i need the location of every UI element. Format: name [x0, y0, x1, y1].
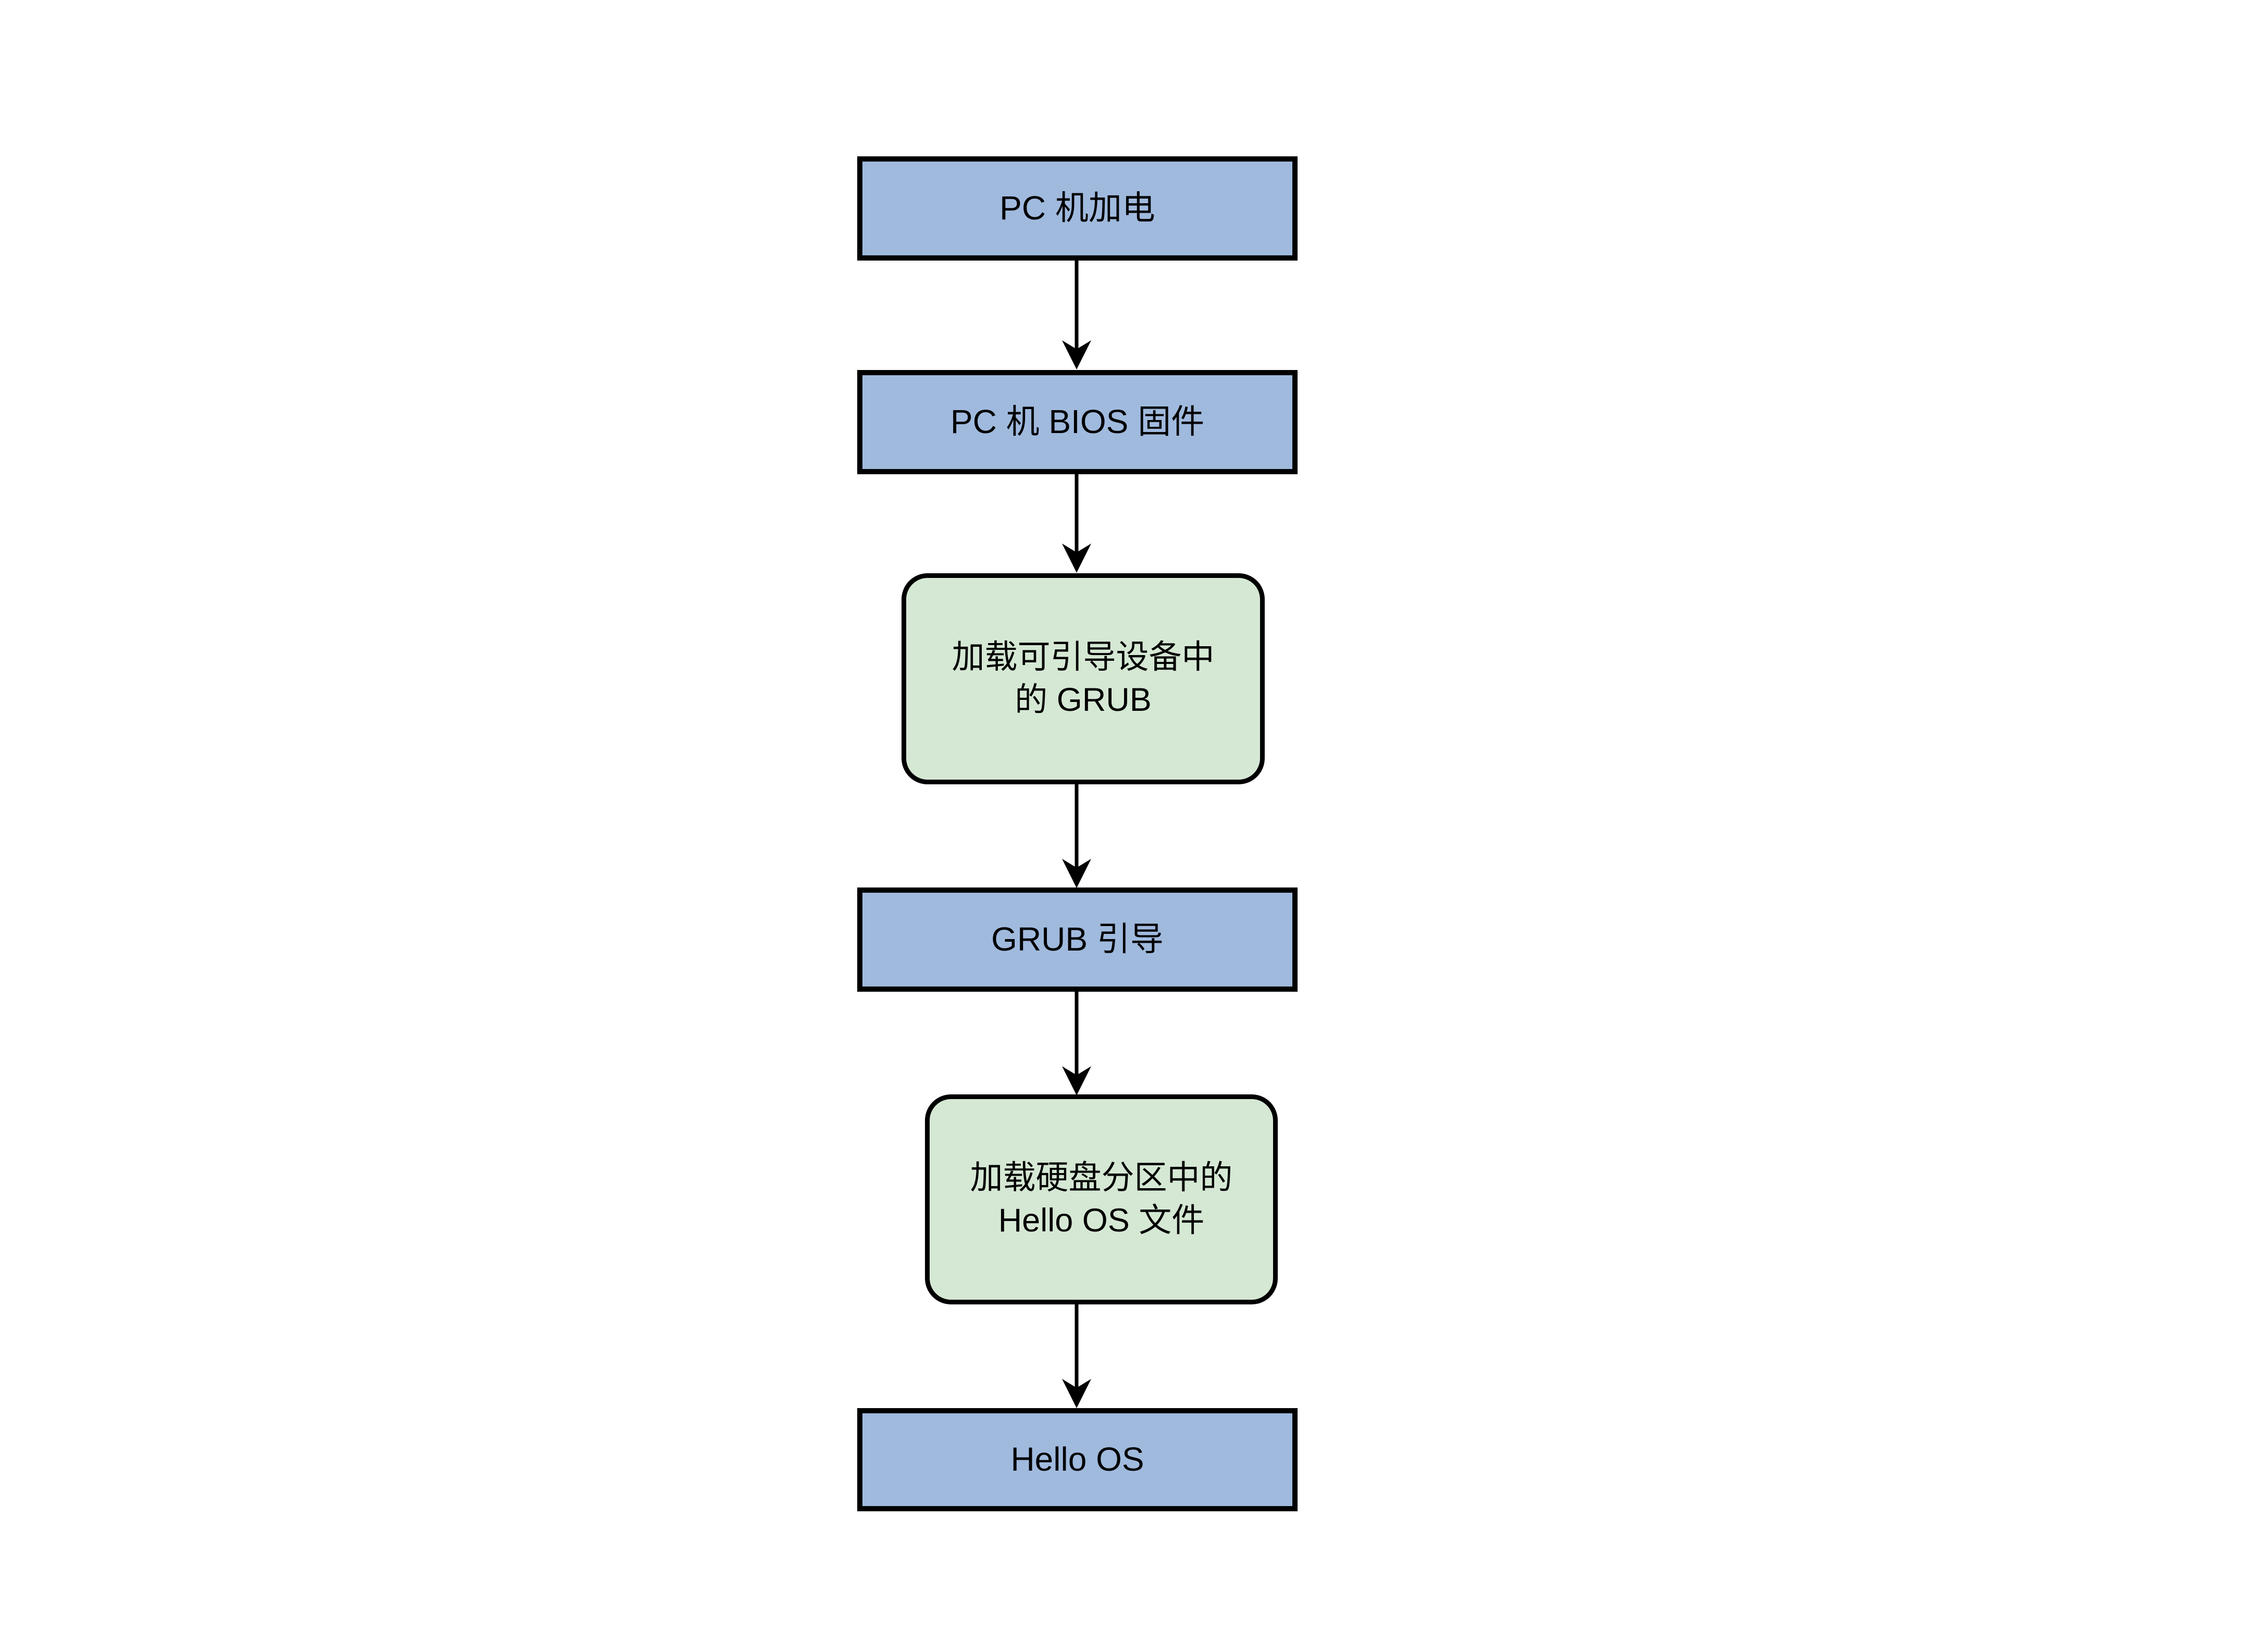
flow-node-bios-firmware-label: PC 机 BIOS 固件 [950, 403, 1205, 441]
flow-node-hello-os-label: Hello OS [1010, 1440, 1144, 1478]
flow-node-grub-boot-label: GRUB 引导 [991, 920, 1164, 958]
flow-node-grub-boot[interactable]: GRUB 引导 [857, 887, 1298, 992]
flow-node-load-hello-os[interactable]: 加载硬盘分区中的 Hello OS 文件 [925, 1094, 1278, 1304]
flow-edge-grub-boot-to-load-hello-os [1054, 992, 1100, 1096]
flow-node-load-hello-os-label: 加载硬盘分区中的 Hello OS 文件 [970, 1159, 1233, 1239]
flow-edge-bios-firmware-to-load-grub [1054, 474, 1100, 573]
flow-node-hello-os[interactable]: Hello OS [857, 1408, 1298, 1511]
flow-edge-power-on-to-bios-firmware [1054, 261, 1100, 370]
flow-node-power-on-label: PC 机加电 [999, 189, 1155, 227]
flow-edge-load-grub-to-grub-boot [1054, 784, 1100, 889]
flow-node-load-grub[interactable]: 加载可引导设备中 的 GRUB [902, 573, 1265, 784]
flow-node-power-on[interactable]: PC 机加电 [857, 156, 1298, 261]
flow-node-bios-firmware[interactable]: PC 机 BIOS 固件 [857, 370, 1298, 474]
flow-edge-load-hello-os-to-hello-os [1054, 1304, 1100, 1409]
flow-node-load-grub-label: 加载可引导设备中 的 GRUB [952, 638, 1215, 718]
